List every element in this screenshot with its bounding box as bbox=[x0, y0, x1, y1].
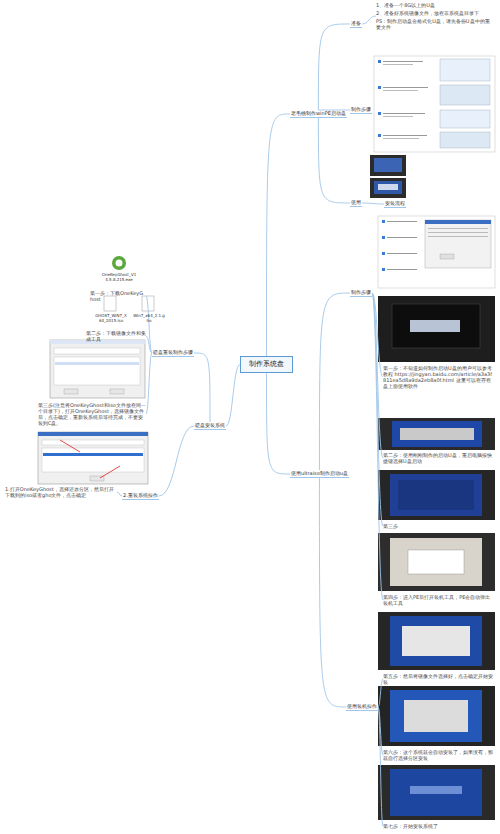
file-name: Win7_x64_2.1.gho bbox=[132, 313, 166, 323]
doc-screenshot bbox=[378, 216, 495, 288]
subtopic: 安装流程 bbox=[384, 200, 406, 208]
node-text: 安装流程 bbox=[385, 200, 405, 206]
node-text: 制作步骤 bbox=[351, 289, 371, 295]
file-icon bbox=[104, 256, 154, 311]
subtopic: 准备 bbox=[350, 20, 362, 28]
step-caption: 第三步(注意将OneKeyGhost和iso文件放在同一个目录下)，打开OneK… bbox=[38, 402, 146, 426]
step-caption: 第二步：使用刚刚制作的启动U盘，重启电脑按快捷键选择U盘启动 bbox=[383, 452, 495, 464]
node-text: PS：制作启动盘会格式化U盘，请先备份U盘中的重要文件 bbox=[376, 18, 494, 30]
subtopic: 2.重装系统操作 bbox=[122, 492, 159, 500]
branch-line bbox=[318, 24, 350, 110]
dialog-screenshot bbox=[38, 340, 148, 484]
branch-line bbox=[362, 203, 384, 204]
subtopic: 制作步骤 bbox=[350, 106, 372, 114]
node-text: 第一步：不知道如何制作启动U盘的用户可以参考教程 https://jingyan… bbox=[383, 365, 495, 389]
doc-screenshot bbox=[374, 56, 495, 152]
node-text: 1.打开OneKeyGhost，选择还原分区，然后打开下载到的iso或者gho文… bbox=[5, 486, 117, 498]
branch-line bbox=[318, 118, 350, 203]
step-caption: 第一步：下载OneKeyGhost bbox=[90, 290, 146, 302]
node-text: 第五步：然后将镜像文件选择好，点击确定开始安装 bbox=[383, 673, 495, 685]
note-text: 1、准备一个8G以上的U盘 2、准备好系统镜像文件，放在非系统盘目录下 PS：制作启… bbox=[376, 2, 494, 30]
branch-topic: 老毛桃制作winPE启动盘 bbox=[290, 110, 347, 118]
branch-line bbox=[146, 353, 152, 414]
branch-topic: 硬盘安装系统 bbox=[194, 422, 226, 430]
photo bbox=[370, 155, 406, 198]
node-text: 2.重装系统操作 bbox=[123, 492, 158, 498]
node-text: 第三步(注意将OneKeyGhost和iso文件放在同一个目录下)，打开OneK… bbox=[38, 402, 146, 426]
node-text: 2、准备好系统镜像文件，放在非系统盘目录下 bbox=[376, 10, 494, 16]
node-text: 准备 bbox=[351, 20, 361, 26]
step-caption: 第七步：开始安装系统了 bbox=[383, 823, 495, 829]
branch-line bbox=[372, 293, 383, 600]
file-name: GHOST_WIN7_X64_2015.iso bbox=[94, 313, 128, 323]
branch-line bbox=[267, 373, 291, 474]
branch-line bbox=[159, 426, 194, 496]
node-text: 使用 bbox=[351, 199, 361, 205]
branch-line bbox=[267, 114, 291, 356]
file-name: OneKeyGhost_V14.5.8.215.exe bbox=[100, 272, 138, 282]
node-text: 第二步：下载镜像文件和集成工具 bbox=[86, 330, 146, 342]
branch-line bbox=[319, 293, 350, 470]
subtopic: 使用装机操作 bbox=[346, 703, 378, 711]
photo bbox=[378, 296, 495, 820]
step-caption: 第五步：然后将镜像文件选择好，点击确定开始安装 bbox=[383, 673, 495, 685]
node-text: 使用ultraiso制作启动u盘 bbox=[291, 470, 348, 476]
node-text: 制作系统盘 bbox=[249, 360, 284, 369]
step-caption: 第六步：这个系统就会自动安装了，如果没有，那就自行选择分区安装 bbox=[383, 749, 495, 761]
subtopic: 使用 bbox=[350, 199, 362, 207]
branch-line bbox=[378, 679, 383, 707]
node-text: 老毛桃制作winPE启动盘 bbox=[291, 110, 346, 116]
node-text: 第七步：开始安装系统了 bbox=[383, 823, 495, 829]
node-text: 第四步：进入PE后打开装机工具，PE会自动弹出装机工具 bbox=[383, 594, 495, 606]
node-text: 1、准备一个8G以上的U盘 bbox=[376, 2, 494, 8]
branch-line bbox=[226, 365, 240, 427]
step-caption: 第二步：下载镜像文件和集成工具 bbox=[86, 330, 146, 342]
node-text: 使用装机操作 bbox=[347, 703, 377, 709]
branch-line bbox=[319, 478, 346, 707]
node-text: 第三步 bbox=[383, 523, 495, 529]
branch-line bbox=[378, 707, 383, 826]
step-caption: 第三步 bbox=[383, 523, 495, 529]
step-caption: 第四步：进入PE后打开装机工具，PE会自动弹出装机工具 bbox=[383, 594, 495, 606]
node-text: 第一步：下载OneKeyGhost bbox=[90, 290, 146, 302]
branch-topic: 使用ultraiso制作启动u盘 bbox=[290, 470, 349, 478]
node-text: 第二步：使用刚刚制作的启动U盘，重启电脑按快捷键选择U盘启动 bbox=[383, 452, 495, 464]
node-text: 制作步骤 bbox=[351, 106, 371, 112]
branch-line bbox=[372, 293, 383, 526]
step-caption: 1.打开OneKeyGhost，选择还原分区，然后打开下载到的iso或者gho文… bbox=[5, 486, 117, 498]
branch-line bbox=[194, 353, 210, 422]
branch-line bbox=[146, 296, 152, 353]
root-topic: 制作系统盘 bbox=[240, 356, 293, 373]
branch-line bbox=[362, 16, 376, 24]
subtopic: 制作步骤 bbox=[350, 289, 372, 297]
step-caption: 第一步：不知道如何制作启动U盘的用户可以参考教程 https://jingyan… bbox=[383, 365, 495, 389]
node-text: 第六步：这个系统就会自动安装了，如果没有，那就自行选择分区安装 bbox=[383, 749, 495, 761]
node-text: 硬盘重装制作步骤 bbox=[153, 349, 193, 355]
node-text: 硬盘安装系统 bbox=[195, 422, 225, 428]
subtopic: 硬盘重装制作步骤 bbox=[152, 349, 194, 357]
